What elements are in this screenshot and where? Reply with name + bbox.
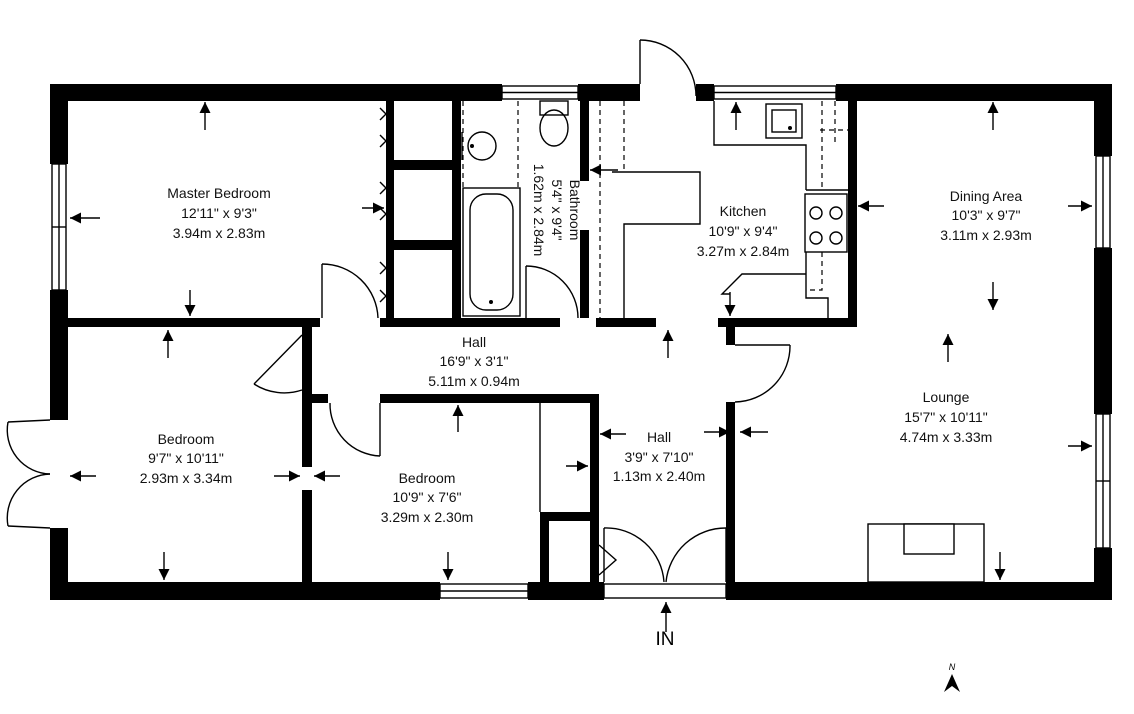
room-imperial: 10'9" x 7'6"	[393, 489, 462, 505]
room-metric: 1.62m x 2.84m	[531, 164, 547, 257]
compass-label: N	[949, 662, 956, 672]
interior-walls	[68, 101, 857, 582]
room-lounge: Lounge 15'7" x 10'11" 4.74m x 3.33m	[900, 389, 993, 445]
room-hall-main: Hall 16'9" x 3'1" 5.11m x 0.94m	[428, 334, 520, 389]
room-kitchen: Kitchen 10'9" x 9'4" 3.27m x 2.84m	[697, 203, 790, 259]
room-name: Bedroom	[158, 431, 215, 447]
room-metric: 4.74m x 3.33m	[900, 429, 993, 445]
room-imperial: 16'9" x 3'1"	[440, 353, 509, 369]
windows	[51, 85, 1111, 599]
room-metric: 3.94m x 2.83m	[173, 225, 266, 241]
room-name: Master Bedroom	[167, 185, 270, 201]
room-name: Dining Area	[950, 188, 1023, 204]
room-name: Bedroom	[399, 470, 456, 486]
room-metric: 5.11m x 0.94m	[428, 373, 520, 389]
room-metric: 3.29m x 2.30m	[381, 509, 474, 525]
room-master-bedroom: Master Bedroom 12'11" x 9'3" 3.94m x 2.8…	[167, 185, 270, 241]
room-name: Hall	[462, 334, 486, 350]
room-imperial: 12'11" x 9'3"	[181, 205, 257, 221]
room-name: Hall	[647, 429, 671, 445]
dimension-arrows	[70, 102, 1092, 632]
north-arrow-icon: N	[944, 662, 960, 692]
room-imperial: 10'3" x 9'7"	[952, 207, 1021, 223]
room-name: Lounge	[923, 389, 970, 405]
exterior-walls	[50, 84, 1112, 600]
room-name: Bathroom	[567, 180, 583, 241]
room-name: Kitchen	[720, 203, 767, 219]
fixtures	[379, 100, 985, 583]
room-dining-area: Dining Area 10'3" x 9'7" 3.11m x 2.93m	[940, 188, 1032, 243]
room-metric: 1.13m x 2.40m	[613, 468, 706, 484]
room-bathroom: Bathroom 5'4" x 9'4" 1.62m x 2.84m	[531, 164, 583, 257]
room-hall-entry: Hall 3'9" x 7'10" 1.13m x 2.40m	[613, 429, 706, 484]
room-metric: 2.93m x 3.34m	[140, 470, 233, 486]
room-imperial: 15'7" x 10'11"	[904, 409, 988, 425]
room-imperial: 3'9" x 7'10"	[625, 449, 694, 465]
room-bedroom-middle: Bedroom 10'9" x 7'6" 3.29m x 2.30m	[381, 470, 474, 525]
room-metric: 3.11m x 2.93m	[940, 227, 1032, 243]
room-metric: 3.27m x 2.84m	[697, 243, 790, 259]
doors	[6, 39, 791, 599]
entrance-label: IN	[656, 629, 675, 650]
room-imperial: 10'9" x 9'4"	[709, 223, 778, 239]
room-bedroom-left: Bedroom 9'7" x 10'11" 2.93m x 3.34m	[140, 431, 233, 486]
room-imperial: 9'7" x 10'11"	[148, 450, 224, 466]
room-imperial: 5'4" x 9'4"	[549, 179, 565, 240]
